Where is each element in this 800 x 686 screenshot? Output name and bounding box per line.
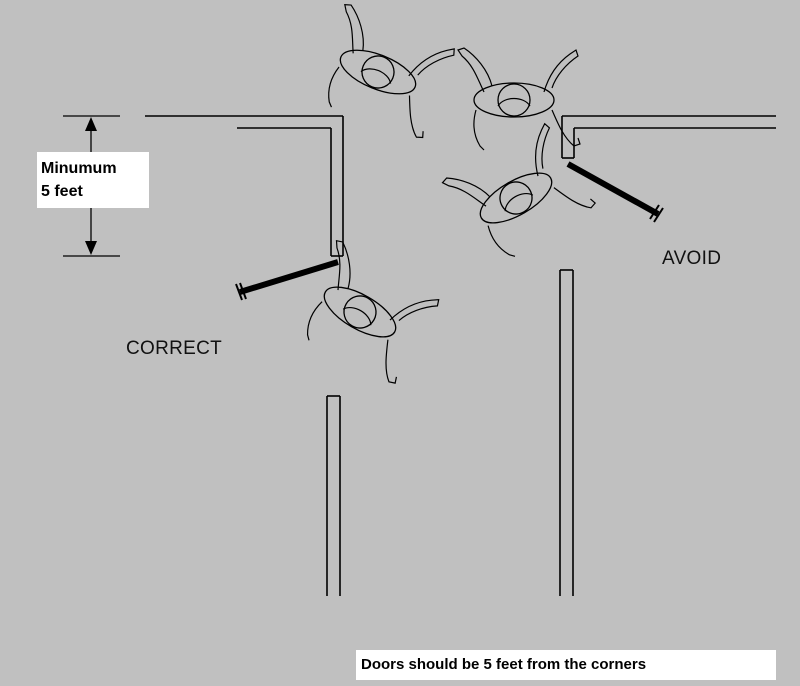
dimension-arrow-down-icon [85, 241, 97, 255]
dimension-label-line1: Minumum [41, 160, 117, 177]
person-figure-top-left [306, 2, 460, 144]
correct-label: CORRECT [126, 338, 223, 359]
caption-box: Doors should be 5 feet from the corners [356, 650, 776, 680]
dimension-label-line2: 5 feet [41, 183, 83, 200]
caption-text: Doors should be 5 feet from the corners [361, 656, 647, 673]
avoid-label: AVOID [662, 248, 722, 269]
door-correct [235, 259, 339, 301]
door-avoid [566, 161, 664, 223]
dimension-arrow-up-icon [85, 117, 97, 131]
dimension-label-box: Minumum 5 feet [37, 152, 149, 208]
person-figure-correct-door [285, 238, 444, 389]
